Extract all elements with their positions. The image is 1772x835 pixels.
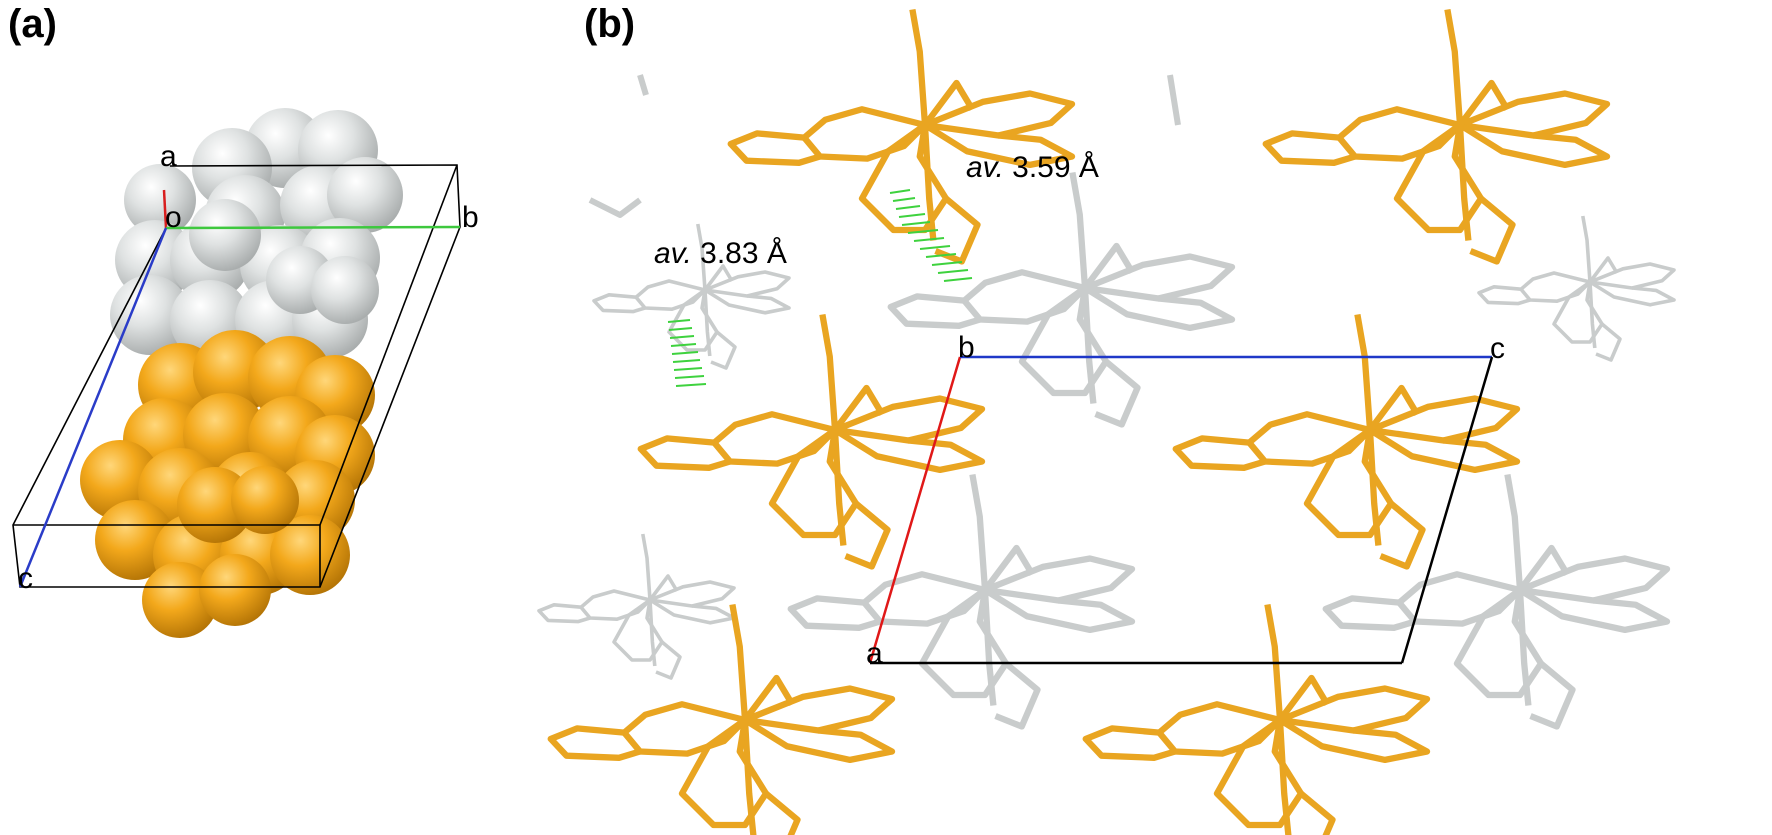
contact-3-59 bbox=[889, 189, 973, 282]
unit-cell-b bbox=[868, 355, 1494, 665]
orange-molecule-space-fill bbox=[80, 330, 375, 638]
distance-prefix-3-83: av. bbox=[654, 237, 692, 270]
axis-label-a-panel-b: a bbox=[866, 637, 883, 670]
distance-value-3-83: 3.83 Å bbox=[700, 237, 787, 270]
contact-3-83 bbox=[667, 319, 707, 387]
axis-b-line bbox=[165, 225, 461, 230]
grey-molecules bbox=[537, 74, 1676, 727]
axis-label-b-panel-b: b bbox=[958, 331, 975, 364]
panel-a-structure: a o b c bbox=[12, 108, 479, 638]
panel-label-a: (a) bbox=[8, 2, 57, 46]
distance-value-3-59: 3.59 Å bbox=[1012, 151, 1099, 184]
distance-prefix-3-59: av. bbox=[966, 151, 1004, 184]
axis-label-o: o bbox=[165, 201, 182, 234]
axis-a-line bbox=[162, 189, 168, 229]
axis-label-c-panel-b: c bbox=[1490, 332, 1505, 365]
axis-label-b: b bbox=[462, 201, 479, 234]
distance-label-3-83: av. 3.83 Å bbox=[654, 237, 787, 270]
unit-cell-a bbox=[12, 164, 461, 588]
panel-label-b: (b) bbox=[584, 2, 636, 46]
panel-b-structure: b c a av. 3.59 Å av. 3.83 Å bbox=[537, 10, 1676, 835]
axis-label-c: c bbox=[18, 562, 33, 595]
axis-label-a: a bbox=[160, 140, 177, 173]
grey-molecule-space-fill bbox=[110, 108, 403, 360]
orange-molecules bbox=[551, 10, 1607, 835]
axis-c-line bbox=[18, 227, 168, 588]
distance-label-3-59: av. 3.59 Å bbox=[966, 151, 1099, 184]
